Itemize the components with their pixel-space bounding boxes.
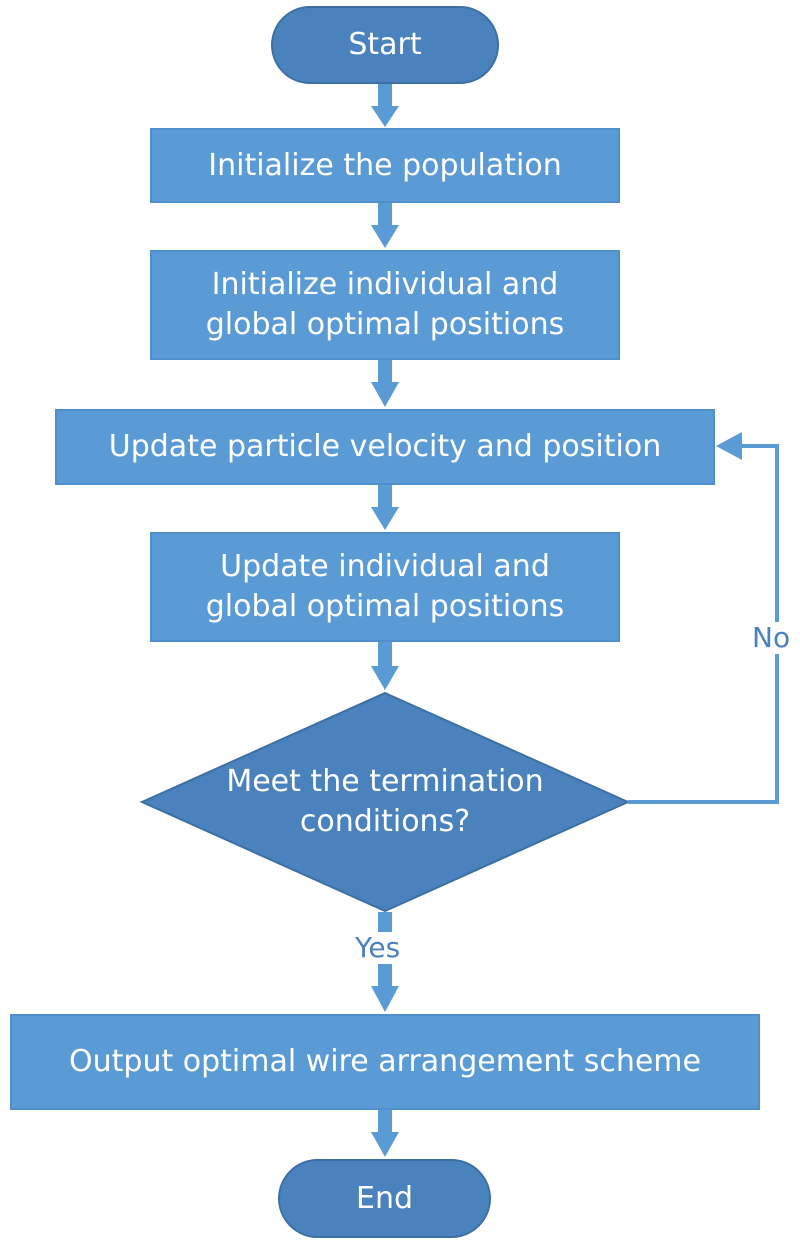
update-positions-label: Update individual and global optimal pos…: [205, 549, 565, 624]
initialize-population-label: Initialize the population: [208, 147, 562, 183]
start-terminal: Start: [271, 6, 499, 84]
update-positions-step: Update individual and global optimal pos…: [150, 532, 620, 642]
output-step: Output optimal wire arrangement scheme: [10, 1014, 760, 1110]
arrow-update-to-decision: [371, 640, 399, 690]
end-terminal: End: [278, 1159, 491, 1238]
initialize-positions-label: Initialize individual and global optimal…: [205, 267, 565, 342]
decision-text: Meet the termination conditions?: [226, 764, 544, 839]
output-label: Output optimal wire arrangement scheme: [69, 1044, 701, 1079]
arrow-start-to-init: [371, 82, 399, 127]
end-label: End: [355, 1180, 413, 1216]
yes-label: Yes: [355, 931, 401, 964]
arrow-velocity-to-update: [371, 483, 399, 530]
arrow-decision-to-output: [371, 912, 399, 1012]
update-velocity-step: Update particle velocity and position: [55, 409, 715, 485]
start-label: Start: [348, 27, 422, 62]
no-label: No: [752, 621, 791, 654]
arrow-positions-to-velocity: [371, 358, 399, 407]
arrow-output-to-end: [371, 1108, 399, 1157]
initialize-population-step: Initialize the population: [150, 128, 620, 203]
decision-diamond: [139, 691, 631, 913]
decision-label: Meet the termination conditions?: [190, 752, 580, 852]
arrow-init-to-positions: [371, 201, 399, 248]
initialize-positions-step: Initialize individual and global optimal…: [150, 250, 620, 360]
loop-back-arrowhead: [716, 432, 742, 460]
update-velocity-label: Update particle velocity and position: [108, 429, 662, 464]
